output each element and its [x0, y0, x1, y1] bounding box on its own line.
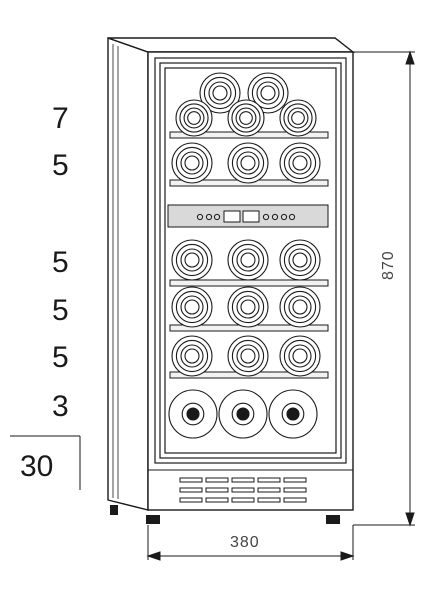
capacity-row-3: 5	[52, 246, 69, 279]
side-edges	[112, 44, 119, 499]
display-icon	[223, 210, 241, 223]
capacity-total-separator	[10, 435, 81, 490]
down-icon[interactable]	[271, 213, 279, 221]
bottle	[171, 142, 213, 184]
door-frame	[154, 57, 347, 464]
bottle	[175, 99, 213, 137]
bottle	[168, 389, 218, 439]
bottle	[171, 335, 213, 377]
lock-icon[interactable]	[213, 213, 221, 221]
bottle	[279, 286, 321, 328]
height-dimension	[353, 50, 415, 527]
width-dimension	[146, 525, 355, 561]
bottle	[227, 286, 269, 328]
capacity-row-5: 5	[52, 341, 69, 374]
bottle	[171, 286, 213, 328]
capacity-row-1: 7	[52, 102, 69, 135]
capacity-total: 30	[20, 450, 54, 483]
capacity-row-2: 5	[52, 149, 69, 182]
display-icon	[242, 210, 260, 223]
bottle	[227, 99, 265, 137]
light-icon[interactable]	[205, 213, 213, 221]
bottle	[279, 99, 317, 137]
capacity-row-4: 5	[52, 294, 69, 327]
power-icon[interactable]	[196, 213, 204, 221]
bottle	[199, 72, 241, 114]
zone-icon[interactable]	[288, 213, 296, 221]
bottle	[279, 335, 321, 377]
bottle	[227, 335, 269, 377]
bottle	[279, 142, 321, 184]
bottle	[227, 239, 269, 281]
bottle	[227, 142, 269, 184]
bottle	[171, 239, 213, 281]
control-panel	[167, 204, 329, 228]
width-label: 380	[230, 534, 260, 551]
capacity-row-6: 3	[52, 390, 69, 423]
bottles	[168, 72, 321, 439]
bottle	[279, 239, 321, 281]
height-label: 870	[380, 250, 397, 280]
bottle	[268, 389, 318, 439]
feet	[110, 505, 340, 524]
zone-icon[interactable]	[280, 213, 288, 221]
up-icon[interactable]	[262, 213, 270, 221]
bottle	[218, 389, 268, 439]
bottle	[247, 72, 289, 114]
vent-grille	[147, 469, 354, 511]
